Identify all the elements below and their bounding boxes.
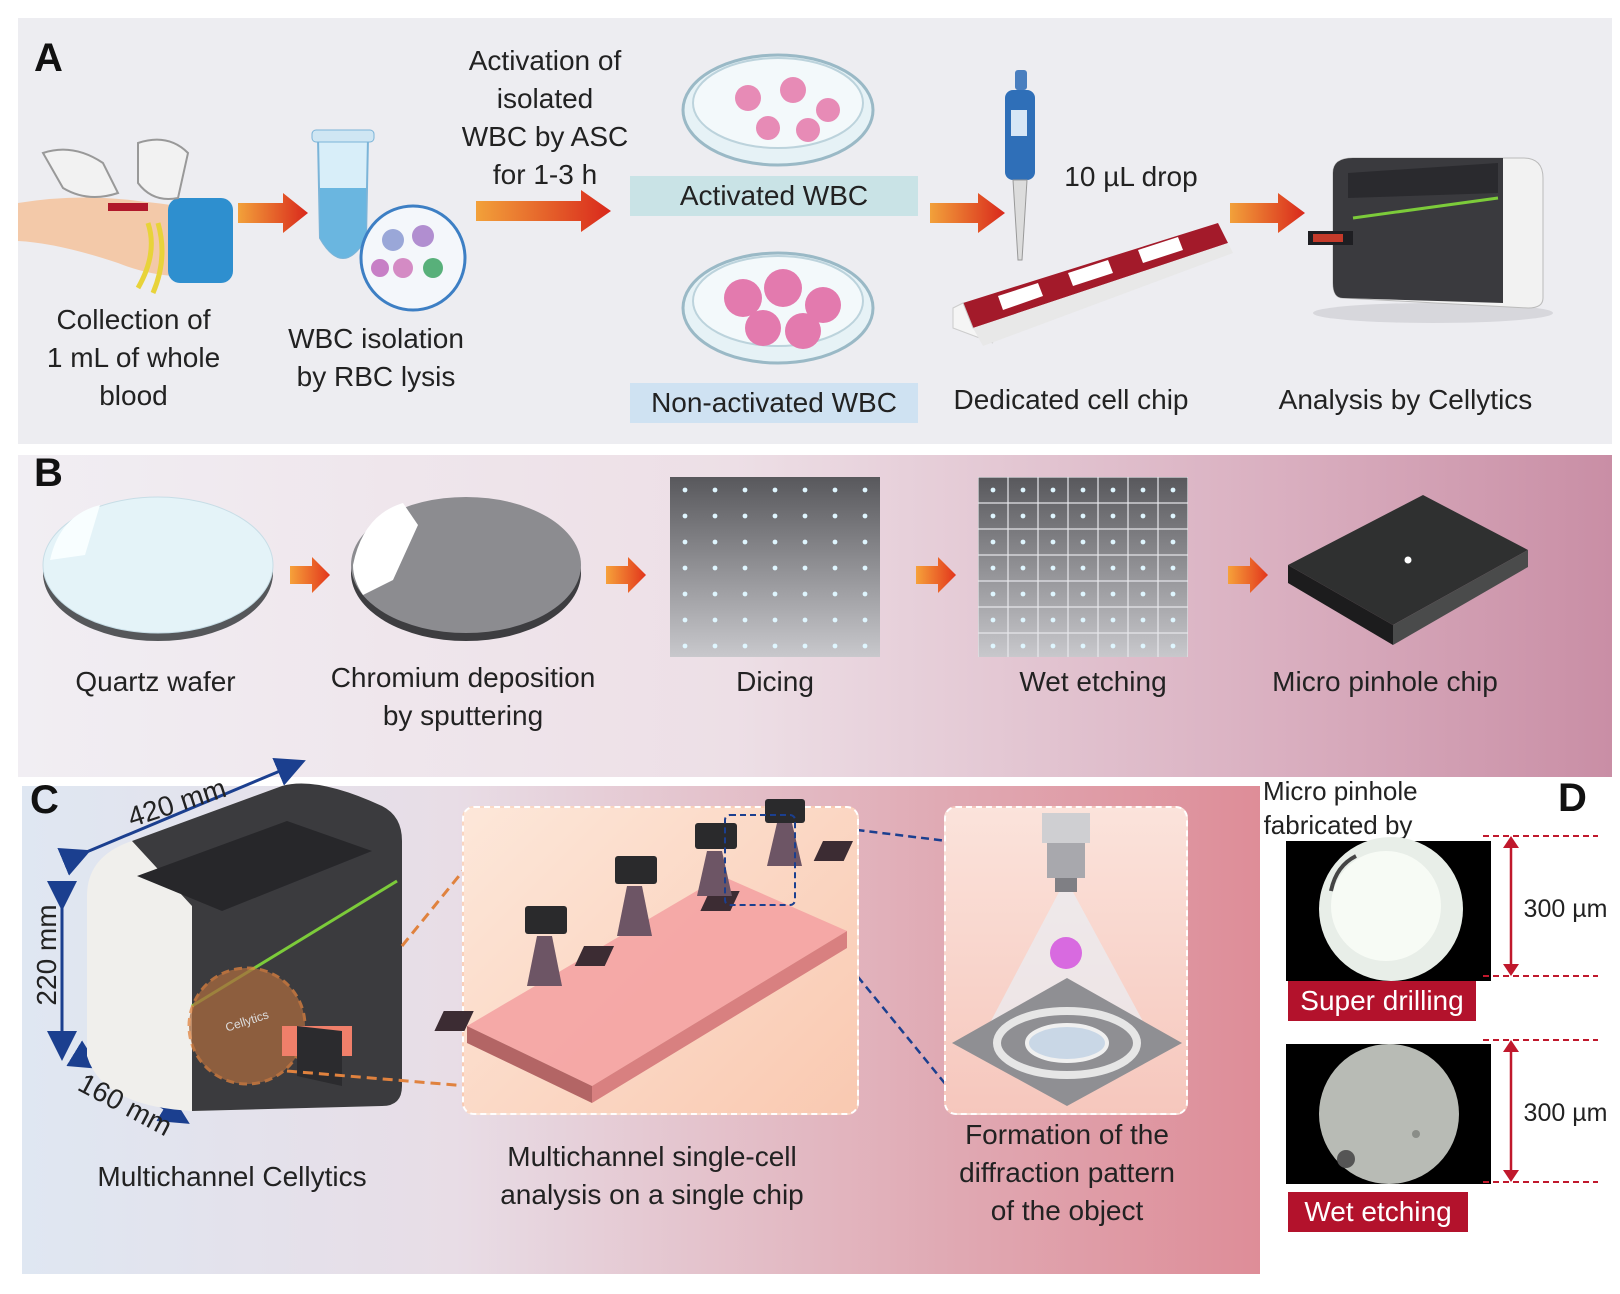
activation-line3: WBC by ASC: [461, 121, 629, 152]
panel-b-label: B: [34, 451, 63, 495]
pipette-illustration: [1005, 70, 1035, 261]
step-isolation-line2: by RBC lysis: [296, 361, 456, 392]
step-isolation-line1: WBC isolation: [288, 323, 464, 354]
panel-d-heading-line2: fabricated by: [1263, 810, 1413, 840]
step-collection-line2: 1 mL of whole: [46, 342, 221, 373]
analysis-label: Analysis by Cellytics: [1278, 384, 1533, 415]
panel-d: D Micro pinhole fabricated by 300 µm Sup…: [1263, 776, 1612, 1274]
super-drilling-pinhole-image: [1286, 837, 1491, 981]
arrow-b3: [916, 557, 956, 593]
nonactivated-petri-dish: [681, 251, 875, 365]
chromium-wafer-illustration: [351, 497, 581, 641]
dimension-line-2: [1483, 1039, 1598, 1183]
arrow-a3: [930, 193, 1005, 233]
step-quartz-wafer: Quartz wafer: [75, 666, 236, 697]
activated-wbc-box: Activated WBC: [630, 176, 918, 216]
cell-chip-illustration: [952, 223, 1233, 346]
super-drilling-label: Super drilling: [1288, 981, 1476, 1021]
zoom-box: [724, 814, 796, 906]
activation-line2: isolated: [496, 83, 594, 114]
panel-a: A Collection of 1 mL of whole blood WBC …: [18, 18, 1612, 444]
diffraction-illustration: [952, 813, 1182, 1106]
cellytics-device-dimensions: [47, 757, 402, 1124]
drop-volume-label: 10 µL drop: [1064, 161, 1198, 192]
blood-collection-illustration: [18, 138, 233, 294]
panel-c: C 420 mm 220 mm 160 mm Cellytics Multich…: [22, 757, 1260, 1274]
arrow-b2: [606, 557, 646, 593]
step-chromium-line2: by sputtering: [382, 700, 544, 731]
step-dicing: Dicing: [736, 666, 814, 697]
wet-etching-illustration: [978, 477, 1188, 657]
middle-caption-line2: analysis on a single chip: [500, 1179, 804, 1210]
activation-line1: Activation of: [468, 45, 622, 76]
dedicated-chip-label: Dedicated cell chip: [953, 384, 1189, 415]
pinhole-size-2: 300 µm: [1523, 1099, 1608, 1127]
panel-b: B Quartz wafer Chromium deposition by sp…: [18, 451, 1612, 777]
nonactivated-wbc-box: Non-activated WBC: [630, 383, 918, 423]
device-caption: Multichannel Cellytics: [97, 1161, 367, 1192]
step-collection-line3: blood: [99, 380, 168, 411]
step-chromium-line1: Chromium deposition: [330, 662, 596, 693]
arrow-a1: [238, 193, 308, 233]
right-caption-line1: Formation of the: [965, 1119, 1169, 1150]
right-caption-line2: diffraction pattern: [959, 1157, 1175, 1188]
wet-etching-label: Wet etching: [1288, 1192, 1468, 1232]
step-micro-pinhole: Micro pinhole chip: [1272, 666, 1498, 697]
micro-pinhole-chip-illustration: [1288, 495, 1528, 645]
activation-line4: for 1-3 h: [492, 159, 598, 190]
activated-petri-dish: [681, 53, 875, 167]
panel-c-label: C: [30, 778, 59, 822]
right-caption-line3: of the object: [990, 1195, 1144, 1226]
quartz-wafer-illustration: [42, 496, 274, 641]
dimension-line-1: [1483, 835, 1598, 977]
dicing-illustration: [670, 477, 880, 657]
panel-d-label: D: [1558, 776, 1587, 820]
arrow-b1: [290, 557, 330, 593]
middle-caption-line1: Multichannel single-cell: [507, 1141, 797, 1172]
step-wet-etching: Wet etching: [1019, 666, 1167, 697]
wet-etching-pinhole-image: [1286, 1044, 1491, 1184]
panel-a-label: A: [34, 36, 63, 80]
arrow-a4: [1230, 193, 1305, 233]
arrow-b4: [1228, 557, 1268, 593]
cellytics-device-illustration: [1308, 157, 1553, 323]
step-collection-line1: Collection of: [56, 304, 211, 335]
multichannel-chip-illustration: [434, 799, 854, 1103]
pinhole-size-1: 300 µm: [1523, 895, 1608, 923]
panel-d-heading-line1: Micro pinhole: [1263, 776, 1418, 806]
wbc-tube-illustration: [311, 129, 467, 312]
arrow-a2: [476, 190, 611, 232]
